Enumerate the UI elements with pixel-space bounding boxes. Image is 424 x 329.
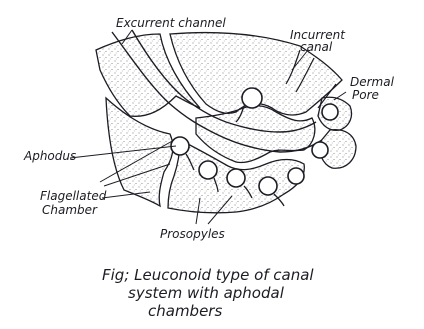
chamber xyxy=(312,142,328,158)
chamber xyxy=(288,168,304,184)
label-dermal-pore-1: Dermal xyxy=(350,75,395,89)
label-flagellated-1: Flagellated xyxy=(40,189,107,203)
label-dermal-pore-2: Pore xyxy=(352,88,379,102)
chamber xyxy=(322,104,338,120)
chamber xyxy=(259,177,277,195)
label-incurrent-canal-2: canal xyxy=(300,40,333,54)
label-flagellated-2: Chamber xyxy=(42,203,98,217)
label-prosopyles: Prosopyles xyxy=(160,227,225,241)
caption-line-1: Fig; Leuconoid type of canal xyxy=(102,266,314,284)
label-excurrent-channel: Excurrent channel xyxy=(116,16,226,30)
caption-line-2: system with aphodal xyxy=(128,284,285,302)
label-aphodus: Aphodus xyxy=(23,149,76,163)
chamber xyxy=(242,88,262,108)
chamber xyxy=(227,169,245,187)
chamber xyxy=(199,161,217,179)
caption-line-3: chambers xyxy=(148,302,222,320)
